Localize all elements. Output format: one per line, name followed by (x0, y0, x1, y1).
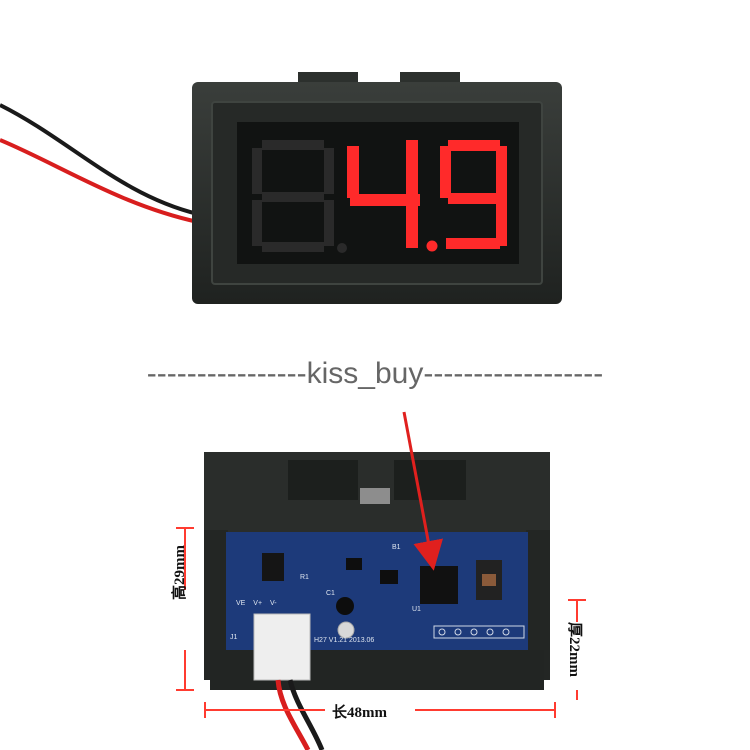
red-wire-back (275, 679, 311, 750)
length-dimension-label: 长48mm (332, 705, 387, 721)
height-dimension-label: 高29mm (172, 545, 188, 600)
voltmeter-back (204, 452, 550, 750)
board-mark-j1: J1 (230, 634, 238, 641)
board-mark-c1: C1 (326, 590, 335, 597)
pcb-revision: H27 V1.21 2013.06 (314, 637, 375, 644)
pin-label-ve: VE (236, 600, 246, 607)
pin-label-vminus: V- (270, 600, 277, 607)
digit-9 (440, 140, 507, 249)
board-mark-b1: B1 (392, 544, 401, 551)
red-wire (0, 138, 199, 224)
board-mark-r1: R1 (300, 574, 309, 581)
depth-dimension-label: 厚22mm (566, 622, 582, 677)
mcu-chip (420, 566, 458, 604)
connector (253, 613, 311, 681)
red-arrow (402, 411, 443, 571)
unlit-digit (252, 140, 347, 253)
board-mark-u1: U1 (412, 606, 421, 613)
watermark-text: ----------------kiss_buy----------------… (146, 357, 604, 390)
black-wire-back (287, 679, 325, 750)
voltmeter-front (0, 72, 562, 304)
dimension-lines (176, 527, 586, 718)
digit-4 (347, 140, 438, 252)
black-wire (0, 103, 199, 216)
pin-label-vplus: V+ (253, 600, 263, 607)
